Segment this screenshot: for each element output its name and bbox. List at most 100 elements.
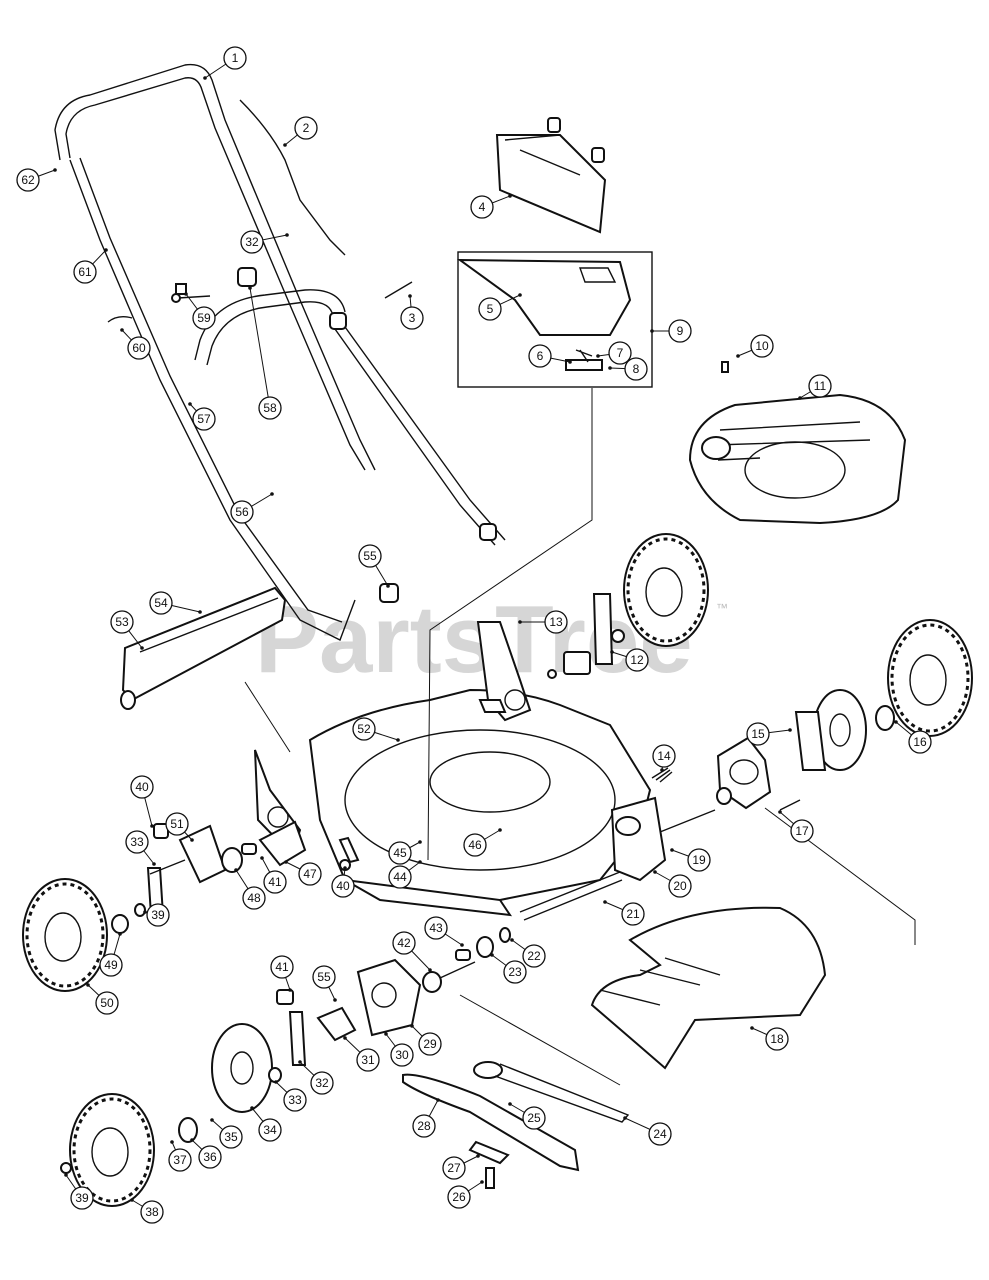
- leader-tip: [610, 650, 614, 654]
- callout-56: 56: [230, 492, 274, 524]
- drive-assembly: [455, 796, 716, 961]
- callout-number: 24: [653, 1127, 667, 1141]
- callout-35: 35: [210, 1118, 243, 1149]
- callout-circle: [258, 1118, 282, 1142]
- callout-40: 40: [331, 866, 355, 898]
- leader-tip: [143, 910, 147, 914]
- grass-bag-18: [590, 906, 827, 1070]
- callout-circle: [668, 319, 692, 343]
- callout-number: 38: [145, 1205, 159, 1219]
- callout-number: 32: [315, 1076, 329, 1090]
- callout-circle: [390, 1043, 414, 1067]
- callout-circle: [70, 1186, 94, 1210]
- leader-tip: [518, 620, 522, 624]
- callout-circle: [99, 953, 123, 977]
- callout-number: 41: [275, 960, 289, 974]
- callout-number: 15: [751, 727, 765, 741]
- leader-tip: [260, 856, 264, 860]
- leader-tip: [53, 168, 57, 172]
- callout-number: 39: [151, 908, 165, 922]
- callout-circle: [388, 865, 412, 889]
- leader-tip: [234, 868, 238, 872]
- callout-number: 35: [224, 1130, 238, 1144]
- callout-circle: [149, 591, 173, 615]
- callout-44: 44: [388, 860, 422, 889]
- callout-circle: [127, 336, 151, 360]
- rear-trim-53-54: [120, 586, 287, 710]
- callout-circle: [95, 991, 119, 1015]
- callout-circle: [652, 744, 676, 768]
- leader-tip: [436, 1098, 440, 1102]
- callout-number: 27: [447, 1161, 461, 1175]
- leader-tip: [408, 294, 412, 298]
- callout-number: 10: [755, 339, 769, 353]
- leader-tip: [596, 354, 600, 358]
- callout-39: 39: [143, 903, 170, 927]
- callout-number: 1: [232, 51, 239, 65]
- callout-42: 42: [392, 931, 432, 972]
- callout-circle: [808, 374, 832, 398]
- callout-55: 55: [358, 544, 390, 588]
- callout-59: 59: [184, 292, 216, 330]
- callout-number: 19: [692, 853, 706, 867]
- callout-circle: [528, 344, 552, 368]
- callout-15: 15: [746, 722, 792, 746]
- callout-circle: [110, 610, 134, 634]
- leader-tip: [384, 1032, 388, 1036]
- callout-46: 46: [463, 828, 502, 857]
- callout-3: 3: [400, 294, 424, 330]
- leader-tip: [508, 194, 512, 198]
- callout-32: 32: [298, 1060, 334, 1095]
- rear-wheel-16: [875, 619, 973, 737]
- callout-40: 40: [130, 775, 154, 828]
- callout-30: 30: [384, 1032, 414, 1067]
- callout-circle: [312, 965, 336, 989]
- leader-tip: [283, 143, 287, 147]
- callout-leader: [249, 287, 271, 409]
- callout-circle: [230, 500, 254, 524]
- callout-number: 32: [245, 235, 259, 249]
- callout-number: 61: [78, 265, 92, 279]
- callout-circle: [168, 1148, 192, 1172]
- mulch-plug-kit-9: [456, 251, 653, 388]
- callout-number: 17: [795, 824, 809, 838]
- callout-25: 25: [508, 1102, 546, 1130]
- leader-tip: [152, 862, 156, 866]
- callout-number: 42: [397, 936, 411, 950]
- callout-circle: [358, 544, 382, 568]
- callout-number: 28: [417, 1119, 431, 1133]
- callout-36: 36: [190, 1138, 222, 1169]
- callout-43: 43: [424, 916, 464, 947]
- leader-tip: [508, 1102, 512, 1106]
- leader-tip: [778, 810, 782, 814]
- callout-number: 54: [154, 596, 168, 610]
- leader-tip: [198, 610, 202, 614]
- callout-circle: [16, 168, 40, 192]
- leader-tip: [670, 848, 674, 852]
- leader-tip: [480, 1180, 484, 1184]
- callout-number: 47: [303, 867, 317, 881]
- callout-circle: [219, 1125, 243, 1149]
- leader-tip: [660, 768, 664, 772]
- callout-61: 61: [73, 248, 108, 284]
- callout-circle: [125, 830, 149, 854]
- leader-tip: [386, 584, 390, 588]
- callout-number: 5: [487, 302, 494, 316]
- callout-number: 23: [508, 965, 522, 979]
- leader-tip: [274, 1080, 278, 1084]
- callout-number: 40: [336, 879, 350, 893]
- callout-number: 39: [75, 1191, 89, 1205]
- leader-tip: [568, 360, 572, 364]
- callout-number: 7: [617, 346, 624, 360]
- callout-circle: [544, 610, 568, 634]
- callout-number: 45: [393, 846, 407, 860]
- callout-circle: [447, 1185, 471, 1209]
- callout-14: 14: [652, 744, 676, 772]
- callout-number: 31: [361, 1053, 375, 1067]
- callout-circle: [470, 195, 494, 219]
- callout-circle: [283, 1088, 307, 1112]
- callout-number: 34: [263, 1123, 277, 1137]
- leader-tip: [498, 828, 502, 832]
- callout-24: 24: [623, 1116, 672, 1146]
- leader-tip: [510, 938, 514, 942]
